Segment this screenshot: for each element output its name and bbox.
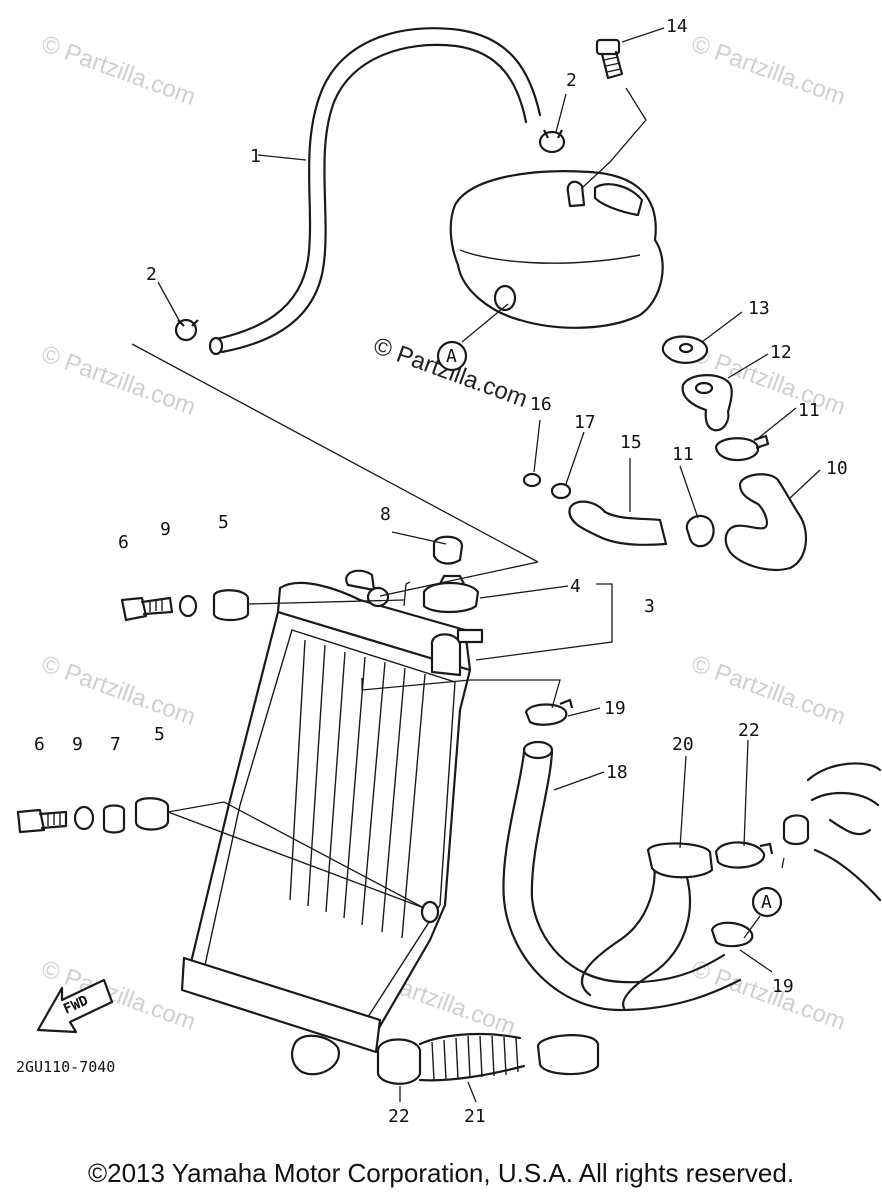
corrugated-hose: [418, 1032, 600, 1082]
radiator-cap: [422, 574, 480, 614]
water-pump-hose: [580, 850, 656, 997]
callout-9: 9: [72, 734, 83, 755]
callout-18: 18: [606, 762, 628, 783]
watermark: © Partzilla.com: [38, 30, 199, 111]
o-ring: [522, 472, 542, 488]
hose-clamp: [714, 841, 774, 869]
callout-14: 14: [666, 16, 688, 37]
reference-marker-label: A: [446, 346, 457, 367]
watermark: © Partzilla.com: [688, 955, 849, 1036]
hose-end: [522, 740, 554, 760]
reference-marker-label: A: [761, 892, 772, 913]
bolt: [595, 38, 624, 80]
reservoir-tank: [449, 170, 664, 329]
callout-12: 12: [770, 342, 792, 363]
hose-clamp: [685, 514, 715, 548]
watermark: © Partzilla.com: [38, 650, 199, 731]
hose-clamp: [376, 1038, 422, 1085]
engine-outline: [806, 762, 882, 902]
elbow-hose: [724, 473, 807, 571]
callout-6: 6: [118, 532, 129, 553]
callout-19: 19: [604, 698, 626, 719]
watermark: © Partzilla.com: [688, 30, 849, 111]
callout-13: 13: [748, 298, 770, 319]
callout-20: 20: [672, 734, 694, 755]
callout-22: 22: [388, 1106, 410, 1127]
spacer: [102, 804, 126, 834]
watermark: © Partzilla.com: [688, 650, 849, 731]
overflow-hose: [208, 27, 542, 356]
joint-pipe: [681, 374, 733, 432]
callout-2: 2: [146, 264, 157, 285]
leader-lines: [131, 27, 821, 1103]
callout-17: 17: [574, 412, 596, 433]
callout-6: 6: [34, 734, 45, 755]
bolt: [16, 808, 68, 834]
water-pump-hose-edge: [622, 856, 692, 1010]
callout-11: 11: [798, 400, 820, 421]
callout-10: 10: [826, 458, 848, 479]
callout-16: 16: [530, 394, 552, 415]
hose-clamp: [174, 318, 199, 342]
callout-8: 8: [380, 504, 391, 525]
hose-clamp: [538, 129, 566, 154]
callout-2: 2: [566, 70, 577, 91]
callout-19: 19: [772, 976, 794, 997]
callouts: 1 2 2 3 4 5 5 6 6 7 8 9 9 10 11 11 12 13…: [34, 16, 848, 1127]
o-ring: [550, 482, 572, 500]
reference-marker: A: [751, 886, 783, 918]
hose-clamp: [710, 921, 754, 948]
washer: [178, 594, 198, 618]
callout-5: 5: [218, 512, 229, 533]
hose-end: [646, 842, 714, 879]
callout-5: 5: [154, 724, 165, 745]
callout-7: 7: [110, 734, 121, 755]
callout-1: 1: [250, 146, 261, 167]
callout-11: 11: [672, 444, 694, 465]
diagram-code: 2GU110-7040: [16, 1058, 115, 1076]
gasket: [661, 335, 709, 364]
radiator: [180, 569, 484, 1076]
callout-3: 3: [644, 596, 655, 617]
bypass-hose: [568, 500, 668, 546]
callout-21: 21: [464, 1106, 486, 1127]
hose-clamp: [714, 434, 770, 462]
radiator-hose: [502, 750, 742, 1012]
collar: [432, 535, 464, 565]
reference-marker: A: [436, 340, 468, 372]
callout-4: 4: [570, 576, 581, 597]
bolt: [120, 596, 174, 622]
radiator-hose-edge: [530, 750, 726, 984]
watermark: © Partzilla.com: [38, 340, 199, 421]
callout-9: 9: [160, 519, 171, 540]
fwd-arrow: FWD: [36, 978, 114, 1034]
grommet: [134, 797, 170, 831]
washer: [73, 805, 95, 831]
hose-clamp: [524, 698, 574, 726]
engine-fitting: [782, 814, 810, 846]
grommet: [212, 589, 250, 622]
callout-15: 15: [620, 432, 642, 453]
copyright-notice: ©2013 Yamaha Motor Corporation, U.S.A. A…: [87, 1158, 795, 1188]
callout-22: 22: [738, 720, 760, 741]
